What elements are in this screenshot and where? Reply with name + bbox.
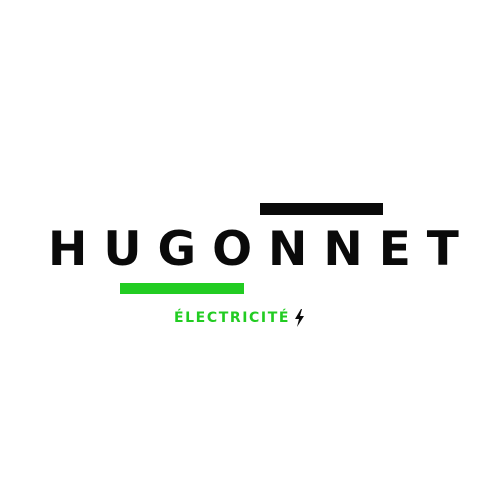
tagline: ÉLECTRICITÉ xyxy=(174,306,305,330)
top-accent-bar xyxy=(260,203,383,215)
brand-wordmark: HUGONNET xyxy=(48,222,475,277)
bottom-accent-bar xyxy=(120,283,244,294)
tagline-text: ÉLECTRICITÉ xyxy=(174,310,291,326)
lightning-bolt-icon xyxy=(295,309,305,327)
